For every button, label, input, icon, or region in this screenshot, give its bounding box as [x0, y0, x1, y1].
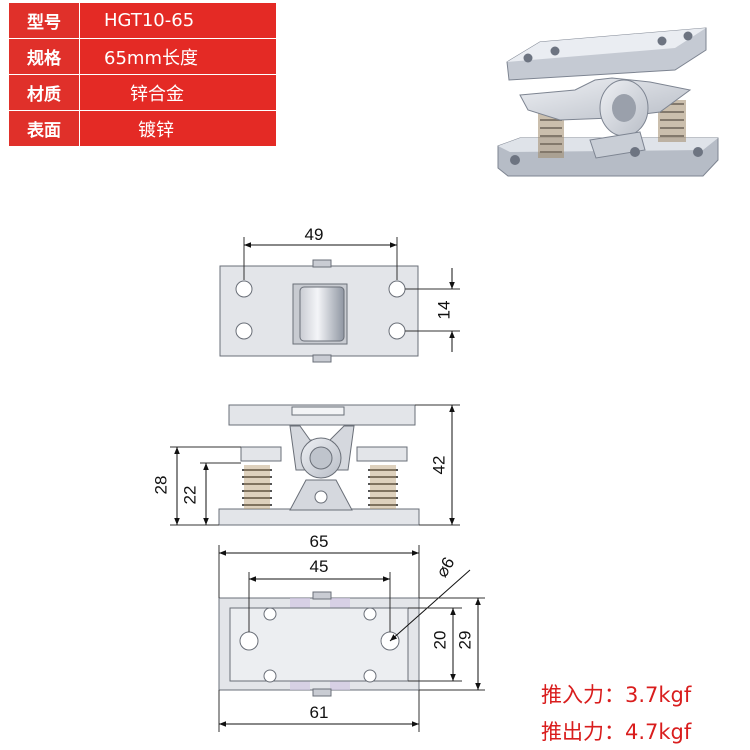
spec-value: 镀锌: [79, 110, 277, 147]
spec-value: 锌合金: [79, 74, 277, 111]
dim-bottom-overall: 65: [218, 532, 420, 598]
dim-front-inner-label: 22: [180, 486, 199, 505]
dim-bottom-base-label: 61: [310, 703, 329, 722]
dim-bottom-outer-height-label: 29: [455, 631, 474, 650]
dim-bottom-inner-height: 20: [408, 607, 462, 682]
spec-value: HGT10-65: [79, 2, 277, 39]
dim-bottom-hole-diameter-label: ⌀6: [432, 554, 458, 581]
spec-table: 型号 HGT10-65 规格 65mm长度 材质 锌合金 表面 镀锌: [8, 2, 277, 147]
dim-bottom-overall-label: 65: [310, 532, 329, 551]
spec-key: 表面: [8, 110, 80, 147]
dim-front-total-label: 42: [429, 456, 448, 475]
spec-key: 材质: [8, 74, 80, 111]
dim-top-spacing-label: 14: [434, 301, 453, 320]
dim-bottom-outer-height: 29: [419, 597, 485, 691]
dim-top-width: 49: [243, 225, 398, 280]
dim-bottom-hole-spacing: 45: [248, 557, 391, 632]
dim-bottom-inner-height-label: 20: [430, 631, 449, 650]
push-in-force: 推入力：3.7kgf: [541, 683, 692, 707]
spec-row-material: 材质 锌合金: [8, 74, 277, 111]
dim-bottom-hole-spacing-label: 45: [310, 557, 329, 576]
product-photo: [497, 27, 719, 177]
spec-row-model: 型号 HGT10-65: [8, 2, 277, 39]
dim-front-outer-label: 28: [151, 476, 170, 495]
spec-key: 型号: [8, 2, 80, 39]
spec-row-size: 规格 65mm长度: [8, 38, 277, 75]
bottom-view: [218, 591, 420, 697]
dim-front-total: 42: [415, 404, 460, 526]
dim-bottom-base: 61: [218, 690, 420, 732]
dim-front-inner: 22: [180, 462, 241, 525]
push-out-force: 推出力：4.7kgf: [541, 720, 692, 744]
dim-front-outer: 28: [151, 446, 241, 526]
spec-value: 65mm长度: [79, 38, 277, 75]
spec-row-surface: 表面 镀锌: [8, 110, 277, 147]
front-view: [218, 404, 420, 526]
top-view: [219, 259, 419, 363]
dim-top-width-label: 49: [305, 225, 324, 244]
dim-top-spacing: 14: [405, 268, 460, 352]
